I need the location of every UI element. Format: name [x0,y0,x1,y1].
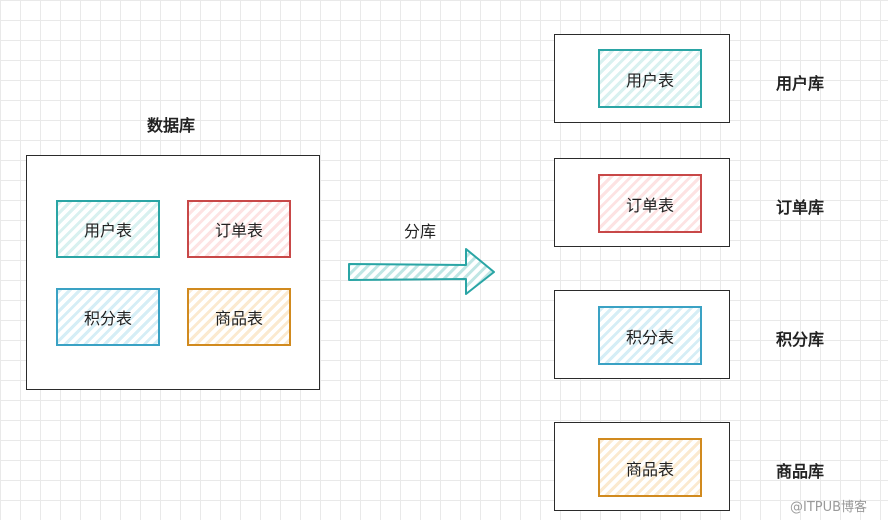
source-db-box: 用户表 订单表 积分表 商品表 [26,155,320,390]
source-table-points: 积分表 [56,288,160,346]
shard-table-points: 积分表 [598,306,702,365]
watermark: @ITPUB博客 [790,500,868,515]
shard-db-label-points: 积分库 [776,330,825,349]
shard-arrow [348,248,495,295]
shard-box-user: 用户表 [554,34,730,123]
arrow-shape [348,248,495,295]
shard-db-label-user: 用户库 [776,74,825,93]
source-table-user: 用户表 [56,200,160,258]
shard-box-points: 积分表 [554,290,730,379]
shard-box-product: 商品表 [554,422,730,511]
shard-db-label-product: 商品库 [776,462,825,481]
shard-table-product: 商品表 [598,438,702,497]
shard-box-order: 订单表 [554,158,730,247]
source-table-product: 商品表 [187,288,291,346]
arrow-label: 分库 [404,222,437,241]
shard-table-order: 订单表 [598,174,702,233]
source-table-order: 订单表 [187,200,291,258]
shard-table-user: 用户表 [598,49,702,108]
shard-db-label-order: 订单库 [776,198,825,217]
source-db-title: 数据库 [147,116,196,135]
